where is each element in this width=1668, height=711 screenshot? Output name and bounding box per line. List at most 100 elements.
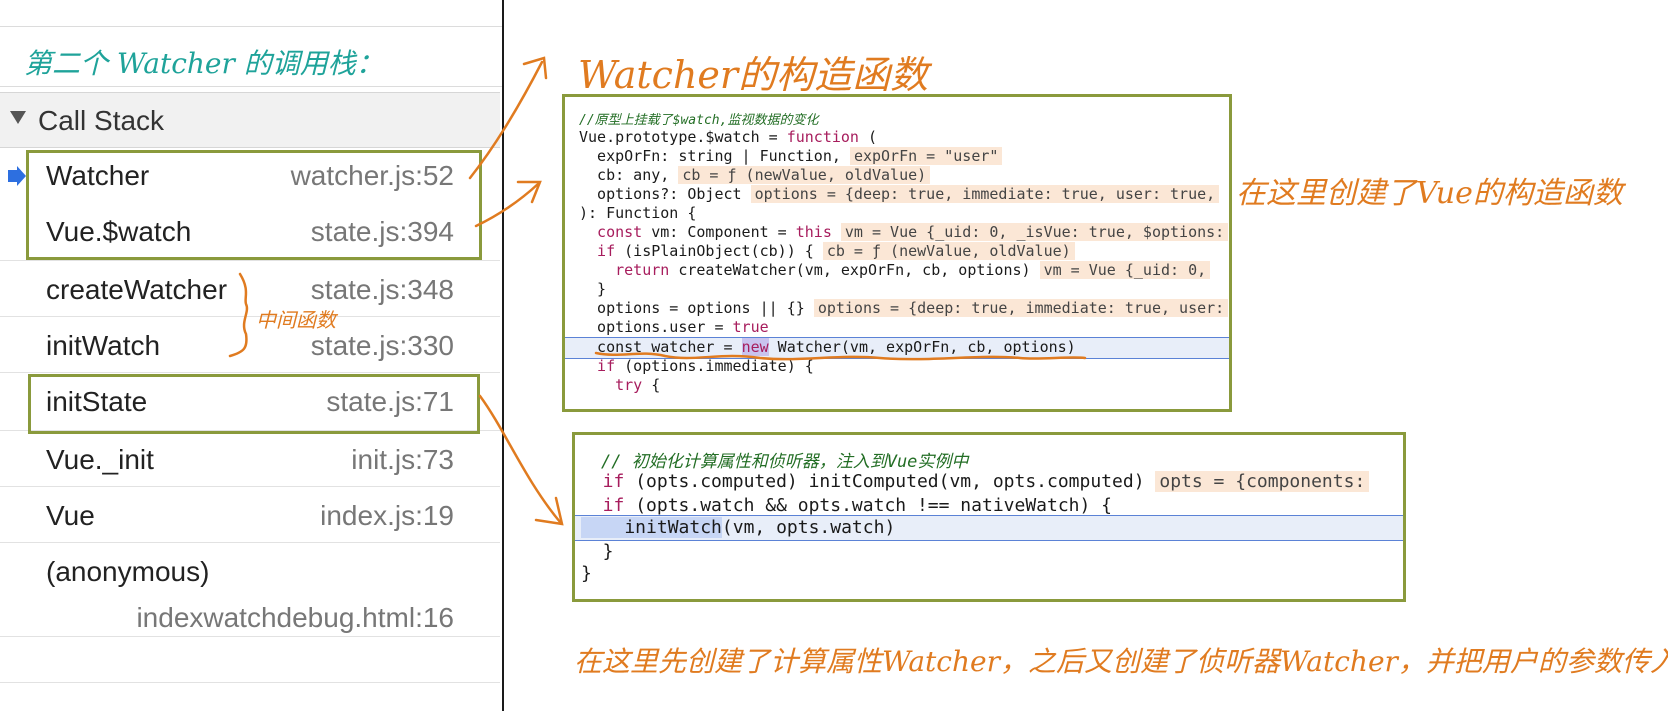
watch-source-panel: //原型上挂载了$watch,监视数据的变化 Vue.prototype.$wa… <box>562 94 1232 412</box>
code-keyword: return <box>579 261 670 279</box>
stack-frame-vue-init[interactable]: Vue._init init.js:73 <box>0 432 470 488</box>
code-token: Vue.prototype.$watch = <box>579 128 787 146</box>
frame-location[interactable]: state.js:330 <box>310 330 454 361</box>
middle-function-annotation: 中间函数 <box>256 308 336 332</box>
code-comment: // 初始化计算属性和侦听器，注入到Vue实例中 <box>601 452 969 472</box>
code-line: if (isPlainObject(cb)) { cb = ƒ (newValu… <box>579 242 1075 260</box>
code-line: const vm: Component = this vm = Vue {_ui… <box>579 223 1229 241</box>
current-frame-arrow-icon <box>8 166 26 186</box>
code-token: (isPlainObject(cb)) { <box>615 242 814 260</box>
arrowhead <box>516 180 542 204</box>
code-line: options = options || {} options = {deep:… <box>579 299 1229 317</box>
inline-value-hint: opts = {components: <box>1155 471 1370 492</box>
stack-frame-create-watcher[interactable]: createWatcher state.js:348 <box>0 262 470 318</box>
code-line: } <box>579 280 607 298</box>
stack-frame-init-state[interactable]: initState state.js:71 <box>0 374 470 430</box>
frame-function: Vue._init <box>46 444 154 475</box>
frame-function: initWatch <box>46 330 161 361</box>
frame-location[interactable]: init.js:73 <box>351 444 454 475</box>
row-divider <box>0 682 500 683</box>
frame-function: Vue <box>46 500 95 531</box>
code-token: cb: any, <box>579 166 670 184</box>
highlight-box-watcher-frames <box>26 150 482 260</box>
code-token: options.user = <box>579 318 733 336</box>
stack-frame-vue-watch[interactable]: Vue.$watch state.js:394 <box>0 204 470 260</box>
code-token: expOrFn: string | Function, <box>579 147 841 165</box>
code-line: ): Function { <box>579 204 697 222</box>
code-line: } <box>581 563 592 584</box>
code-keyword: if <box>581 471 625 492</box>
constructor-title-annotation: Watcher的构造函数 <box>578 53 929 97</box>
call-stack-panel: 第二个 Watcher 的调用栈： Call Stack Watcher wat… <box>0 0 502 711</box>
frame-location[interactable]: state.js:71 <box>326 386 454 417</box>
divider <box>0 26 502 27</box>
frame-function: (anonymous) <box>46 556 210 587</box>
frame-function: initState <box>46 386 148 417</box>
row-divider <box>0 542 500 543</box>
inline-value-hint: vm = Vue {_uid: 0, _isVue: true, $option… <box>840 223 1229 241</box>
frame-function: Vue.$watch <box>46 216 192 247</box>
code-token: createWatcher(vm, expOrFn, cb, options) <box>669 261 1031 279</box>
code-keyword: try <box>579 376 643 394</box>
row-divider <box>0 260 500 261</box>
code-token: (options.immediate) { <box>615 357 814 375</box>
code-line: try { <box>579 376 660 394</box>
inline-value-hint: vm = Vue {_uid: 0, <box>1039 261 1211 279</box>
bottom-note-annotation: 在这里先创建了计算属性Watcher，之后又创建了侦听器Watcher，并把用户… <box>574 645 1668 678</box>
stack-frame-watcher[interactable]: Watcher watcher.js:52 <box>0 148 470 204</box>
row-divider <box>0 636 500 637</box>
frame-function: createWatcher <box>46 274 228 305</box>
collapse-triangle-icon[interactable] <box>10 111 26 124</box>
code-keyword: if <box>579 242 616 260</box>
code-line: options?: Object options = {deep: true, … <box>579 185 1220 203</box>
code-token: (opts.computed) initComputed(vm, opts.co… <box>624 471 1145 492</box>
code-token: (opts.watch && opts.watch !== nativeWatc… <box>624 495 1113 516</box>
inline-value-hint: expOrFn = "user" <box>849 147 1003 165</box>
stack-frame-init-watch[interactable]: initWatch state.js:330 <box>0 318 470 374</box>
code-keyword: function <box>786 128 859 146</box>
code-token: (vm, opts.watch) <box>721 517 896 538</box>
inline-value-hint: options = {deep: true, immediate: true, … <box>813 299 1229 317</box>
inline-value-hint: cb = ƒ (newValue, oldValue) <box>678 166 931 184</box>
code-token: const watcher = <box>579 338 742 356</box>
frame-location[interactable]: index.js:19 <box>320 500 454 531</box>
frame-function: Watcher <box>46 160 150 191</box>
left-title-annotation: 第二个 Watcher 的调用栈： <box>24 47 384 80</box>
vue-created-annotation: 在这里创建了Vue的构造函数 <box>1236 176 1623 211</box>
code-keyword: const <box>579 223 643 241</box>
inline-value-hint: options = {deep: true, immediate: true, … <box>750 185 1220 203</box>
code-line: } <box>581 541 614 562</box>
code-token: ( <box>858 128 878 146</box>
stack-frame-anonymous[interactable]: (anonymous) indexwatchdebug.html:16 <box>0 544 470 644</box>
inline-value-hint: cb = ƒ (newValue, oldValue) <box>822 242 1075 260</box>
code-keyword: if <box>581 495 625 516</box>
code-comment: //原型上挂载了$watch,监视数据的变化 <box>579 113 819 128</box>
code-token: vm: Component = <box>642 223 796 241</box>
code-keyword: true <box>732 318 769 336</box>
frame-location[interactable]: watcher.js:52 <box>290 160 454 191</box>
frame-location[interactable]: state.js:348 <box>310 274 454 305</box>
arrowhead <box>534 496 564 526</box>
code-line: return createWatcher(vm, expOrFn, cb, op… <box>579 261 1211 279</box>
code-keyword: new <box>741 338 769 356</box>
code-token: options = options || {} <box>579 299 805 317</box>
code-token: options?: Object <box>579 185 742 203</box>
code-keyword: this <box>795 223 832 241</box>
code-line-current: initWatch(vm, opts.watch) <box>581 517 895 538</box>
code-line: Vue.prototype.$watch = function ( <box>579 128 877 146</box>
stack-frame-vue[interactable]: Vue index.js:19 <box>0 488 470 544</box>
code-line: cb: any, cb = ƒ (newValue, oldValue) <box>579 166 931 184</box>
code-line: if (options.immediate) { <box>579 357 814 375</box>
code-token: Watcher(vm, expOrFn, cb, options) <box>768 338 1076 356</box>
code-line: if (opts.computed) initComputed(vm, opts… <box>581 471 1370 492</box>
code-token: { <box>642 376 661 394</box>
frame-location[interactable]: indexwatchdebug.html:16 <box>136 602 454 633</box>
code-line: expOrFn: string | Function, expOrFn = "u… <box>579 147 1003 165</box>
divider <box>0 86 502 87</box>
frame-location[interactable]: state.js:394 <box>310 216 454 247</box>
code-line: if (opts.watch && opts.watch !== nativeW… <box>581 495 1112 516</box>
highlight-box-init-state <box>28 374 480 434</box>
init-state-source-panel: // 初始化计算属性和侦听器，注入到Vue实例中 if (opts.comput… <box>572 432 1406 602</box>
code-line-current: const watcher = new Watcher(vm, expOrFn,… <box>579 338 1076 356</box>
call-stack-header[interactable]: Call Stack <box>0 92 500 148</box>
